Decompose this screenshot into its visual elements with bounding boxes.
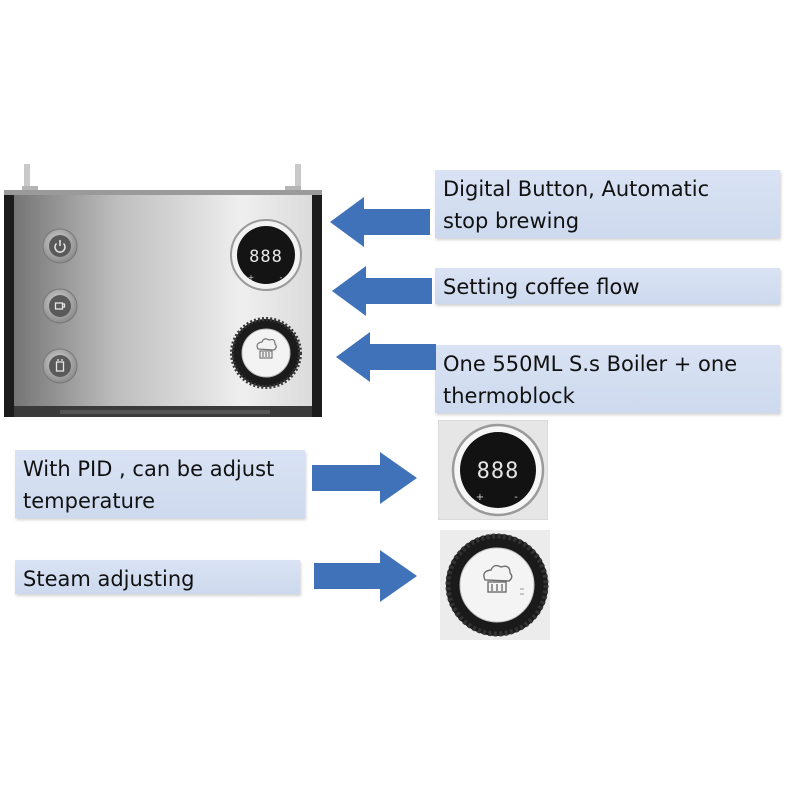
inset-display: 888 + - <box>438 420 548 520</box>
steam-knob-icon <box>256 338 277 359</box>
arrow-boiler <box>336 332 436 382</box>
inset-steam-knob <box>440 530 550 640</box>
steam-cup-icon <box>55 359 65 372</box>
panel-display: 888 + - <box>230 219 302 291</box>
panel-steam-knob[interactable] <box>230 317 302 389</box>
callout-coffee-flow: Setting coffee flow <box>435 268 780 304</box>
callout-digital-button: Digital Button, Automatic stop brewing <box>435 170 780 238</box>
steam-button[interactable] <box>42 348 78 384</box>
side-edge-left <box>4 195 14 417</box>
inset-display-plus: + <box>476 492 484 503</box>
arrow-digital-button <box>330 197 430 247</box>
inset-steam-knob-ticks <box>520 588 524 595</box>
side-edge-right <box>312 195 322 417</box>
arrow-pid <box>312 452 417 504</box>
cup-icon <box>54 302 66 310</box>
top-hook-right <box>285 164 301 194</box>
inset-display-digits: 888 <box>477 459 520 484</box>
power-button[interactable] <box>42 228 78 264</box>
callout-pid: With PID , can be adjust temperature <box>15 450 305 518</box>
top-hook-left <box>22 164 38 194</box>
panel-display-minus[interactable]: - <box>280 273 283 282</box>
panel-display-digits: 888 <box>249 247 283 267</box>
inset-display-minus: - <box>514 492 518 503</box>
arrow-steam <box>314 550 417 602</box>
callout-steam: Steam adjusting <box>15 560 300 594</box>
inset-steam-knob-icon <box>483 564 513 593</box>
power-icon <box>54 240 66 253</box>
callout-boiler: One 550ML S.s Boiler + one thermoblock <box>435 345 780 413</box>
machine-front-panel: 888 + - <box>4 164 322 417</box>
arrow-coffee-flow <box>332 266 432 316</box>
panel-display-plus[interactable]: + <box>248 273 255 282</box>
coffee-button[interactable] <box>42 288 78 324</box>
